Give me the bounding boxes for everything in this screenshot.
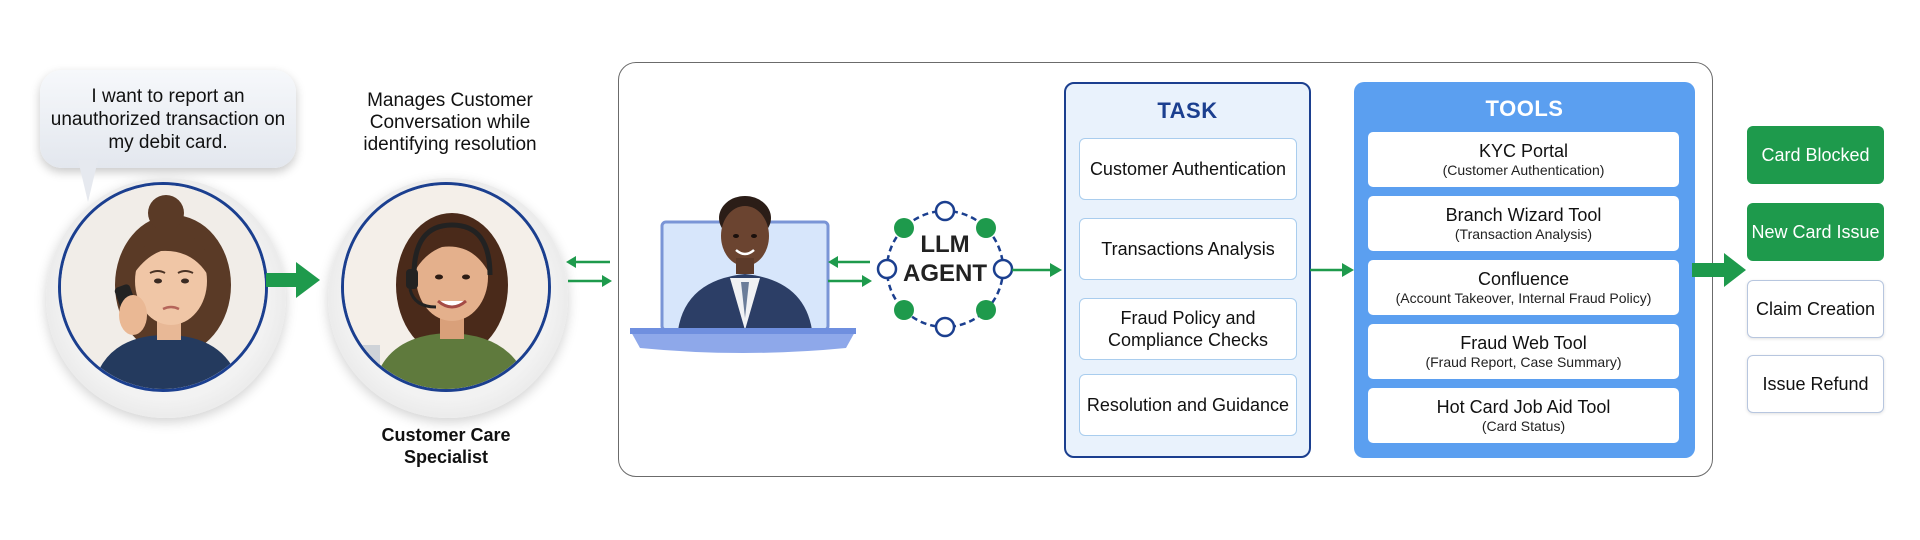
tool-hot-card: Hot Card Job Aid Tool (Card Status) [1368, 388, 1679, 443]
specialist-role-description: Manages Customer Conversation while iden… [363, 90, 537, 155]
task-to-tools-arrow [1310, 263, 1354, 277]
tool-kyc-portal: KYC Portal (Customer Authentication) [1368, 132, 1679, 187]
task-item-fraud-policy: Fraud Policy and Compliance Checks [1079, 298, 1297, 360]
llm-agent-ring-icon [876, 200, 1014, 338]
tool-branch-wizard: Branch Wizard Tool (Transaction Analysis… [1368, 196, 1679, 251]
tools-to-outcomes-arrow [1692, 253, 1746, 287]
customer-speech-text: I want to report an unauthorized transac… [50, 85, 286, 153]
task-item-authentication: Customer Authentication [1079, 138, 1297, 200]
laptop-agent-bidirectional-arrows [828, 256, 872, 287]
speech-bubble-tail [78, 160, 98, 202]
virtual-agent-laptop-icon [630, 196, 856, 353]
outcome-card-blocked: Card Blocked [1747, 126, 1884, 184]
outcome-claim-creation: Claim Creation [1747, 280, 1884, 338]
tool-confluence: Confluence (Account Takeover, Internal F… [1368, 260, 1679, 315]
llm-agent-label: LLM AGENT [903, 231, 987, 287]
agent-to-task-arrow [1012, 263, 1062, 277]
tool-fraud-web: Fraud Web Tool (Fraud Report, Case Summa… [1368, 324, 1679, 379]
customer-to-specialist-arrow [266, 262, 320, 298]
task-item-resolution: Resolution and Guidance [1079, 374, 1297, 436]
customer-avatar [58, 182, 268, 392]
specialist-title: Customer Care Specialist [381, 425, 511, 467]
outcome-issue-refund: Issue Refund [1747, 355, 1884, 413]
customer-speech-bubble: I want to report an unauthorized transac… [40, 70, 296, 168]
tools-panel-title: TOOLS [1485, 96, 1564, 121]
task-panel-title: TASK [1157, 98, 1218, 123]
outcome-new-card-issue: New Card Issue [1747, 203, 1884, 261]
task-panel: TASK Customer Authentication Transaction… [1064, 82, 1311, 458]
specialist-agent-bidirectional-arrows [566, 256, 612, 287]
task-item-transactions: Transactions Analysis [1079, 218, 1297, 280]
specialist-avatar [341, 182, 551, 392]
tools-panel: TOOLS KYC Portal (Customer Authenticatio… [1354, 82, 1695, 458]
